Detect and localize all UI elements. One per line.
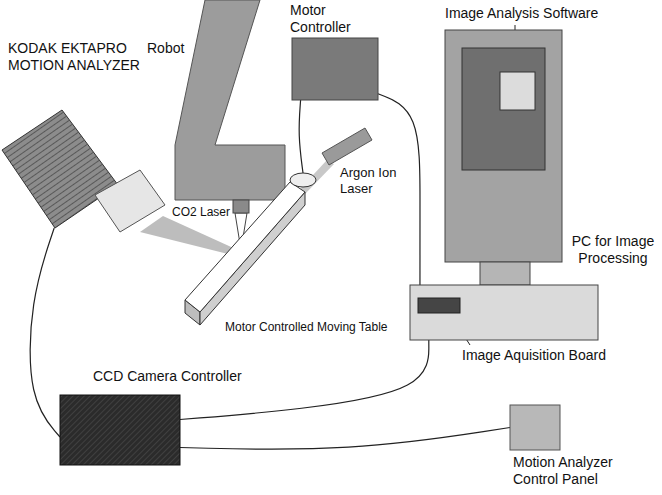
part-label: CO2 Laser: [172, 205, 232, 219]
node-shape-part: [2, 110, 118, 228]
node-shape-part: [418, 298, 460, 313]
node-label: Motor Controller: [290, 2, 372, 36]
node-shape-part: [233, 200, 249, 213]
node-shape-part: [510, 405, 560, 450]
moving-table: Motor Controlled Moving Table: [180, 170, 430, 345]
node-shape-part: [480, 262, 530, 285]
cable: [180, 428, 510, 450]
node-shape-part: [410, 285, 598, 340]
node-label: Robot: [147, 40, 195, 57]
node-label: Motion Analyzer Control Panel: [513, 454, 648, 488]
node-label: KODAK EKTAPRO MOTION ANALYZER: [8, 40, 158, 74]
motor-controller: Motor Controller: [285, 2, 385, 102]
node-shape: [145, 0, 295, 215]
node-shape-part: [445, 30, 562, 262]
cable: [299, 100, 303, 173]
part-label: Image Aquisition Board: [462, 347, 657, 364]
node-label: PC for Image Processing: [568, 233, 658, 267]
control-panel: Motion Analyzer Control Panel: [505, 400, 655, 492]
camera-view-beam: [140, 216, 240, 256]
pc: PC for Image Processing: [405, 28, 662, 343]
cable: [378, 94, 420, 285]
node-shape-part: [175, 0, 285, 200]
node-shape-part: [462, 48, 545, 170]
ccd-camera-controller: CCD Camera Controller: [55, 368, 245, 468]
part-label: Argon Ion Laser: [340, 165, 412, 196]
node-shape-part: [95, 170, 165, 232]
node-shape-part: [500, 72, 535, 110]
node-shape: [180, 170, 430, 345]
node-shape-part: [292, 38, 378, 100]
node-shape: [405, 28, 662, 343]
node-shape-part: [290, 173, 316, 187]
node-shape-part: [60, 395, 180, 465]
robot: Robot: [145, 0, 295, 215]
argon-laser-tube: [322, 128, 372, 165]
node-shape-part: [185, 182, 305, 312]
node-label: CCD Camera Controller: [93, 368, 243, 385]
cable: [30, 228, 60, 437]
node-label: Motor Controlled Moving Table: [225, 320, 405, 334]
motion-analyzer-camera: KODAK EKTAPRO MOTION ANALYZER: [0, 40, 175, 235]
part-label: Image Analysis Software: [445, 5, 655, 22]
